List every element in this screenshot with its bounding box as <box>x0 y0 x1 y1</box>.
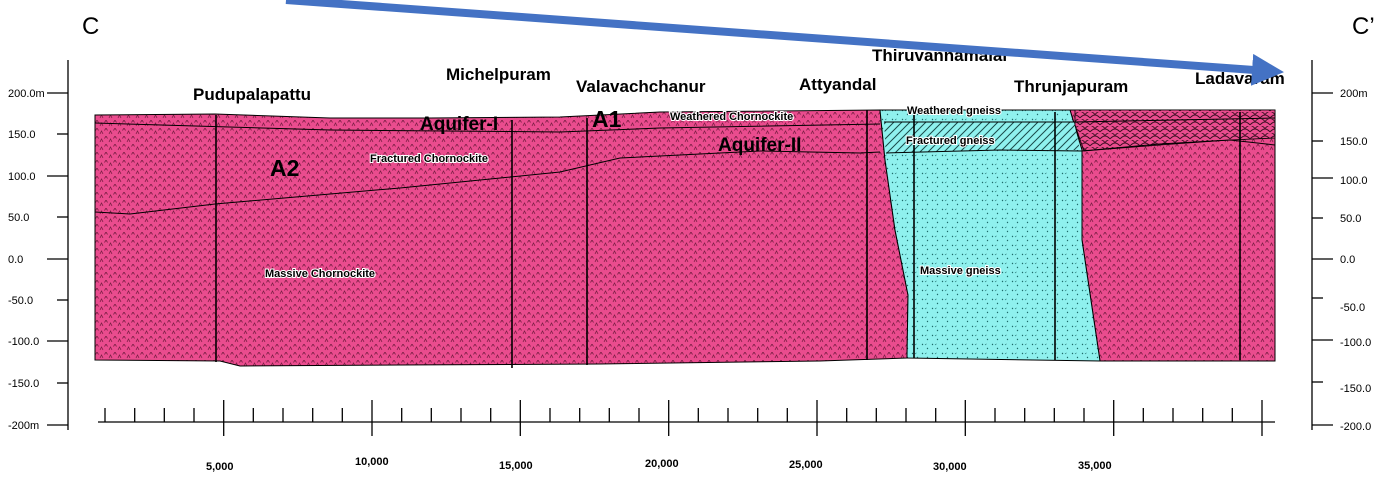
section-end-label: C’ <box>1352 13 1375 40</box>
massive-gneiss-body <box>879 109 1101 362</box>
aquifer-one-label: Aquifer-I <box>420 114 498 135</box>
village-label-thrunjapuram: Thrunjapuram <box>1014 77 1128 96</box>
layer-label-massive-gneiss: Massive gneiss <box>920 265 1001 277</box>
layer-label-weathered-charnockite: Weathered Chornockite <box>670 111 793 123</box>
distance-axis <box>98 400 1275 436</box>
weathered-zone-boundary <box>94 122 881 133</box>
distance-tick-label: 30,000 <box>933 461 967 473</box>
gneiss-weathered-boundary <box>884 117 1276 123</box>
right-tick-label: 50.0 <box>1340 213 1361 225</box>
right-tick-label: 100.0 <box>1340 175 1368 187</box>
village-label-michelpuram: Michelpuram <box>446 65 551 84</box>
left-tick-label: -150.0 <box>8 378 39 390</box>
village-labels: Pudupalapattu Michelpuram Valavachchanur… <box>193 46 1285 104</box>
right-axis-ticks: 200m 150.0 100.0 50.0 0.0 -50.0 -100.0 -… <box>1340 88 1371 433</box>
fractured-gneiss-zone <box>884 122 1080 153</box>
left-tick-label: -50.0 <box>8 295 33 307</box>
layer-label-massive-charnockite: Massive Chornockite <box>265 268 375 280</box>
left-tick-label: 200.0m <box>8 88 45 100</box>
left-tick-label: 100.0 <box>8 171 36 183</box>
borehole-lines <box>215 110 1241 368</box>
layer-label-fractured-gneiss: Fractured gneiss <box>906 135 995 147</box>
unit-a1-label: A1 <box>592 106 622 132</box>
right-elevation-axis <box>1311 60 1333 430</box>
section-direction-arrow <box>285 0 1284 86</box>
gneiss-fracture-boundary <box>885 139 1276 154</box>
fractured-zone-boundary <box>94 150 881 215</box>
right-tick-label: 150.0 <box>1340 136 1368 148</box>
layer-label-fractured-charnockite: Fractured Chornockite <box>370 153 488 165</box>
left-axis-ticks: 200.0m 150.0 100.0 50.0 0.0 -50.0 -100.0… <box>8 88 45 432</box>
right-tick-label: -200.0 <box>1340 421 1371 433</box>
left-tick-label: 150.0 <box>8 129 36 141</box>
left-tick-label: 0.0 <box>8 254 23 266</box>
left-tick-label: -200m <box>8 420 39 432</box>
left-elevation-axis <box>47 60 69 430</box>
distance-tick-label: 35,000 <box>1078 460 1112 472</box>
right-tick-label: 0.0 <box>1340 254 1355 266</box>
right-tick-label: -50.0 <box>1340 302 1365 314</box>
village-label-valavachchanur: Valavachchanur <box>576 77 706 96</box>
village-label-attyandal: Attyandal <box>799 75 876 94</box>
right-tick-label: 200m <box>1340 88 1368 100</box>
distance-tick-label: 15,000 <box>499 460 533 472</box>
right-tick-label: -100.0 <box>1340 337 1371 349</box>
aquifer-two-label: Aquifer-II <box>718 135 801 156</box>
layer-label-weathered-gneiss: Weathered gneiss <box>907 105 1001 117</box>
village-label-pudupalapattu: Pudupalapattu <box>193 85 311 104</box>
unit-a2-label: A2 <box>270 155 299 181</box>
distance-tick-label: 5,000 <box>206 461 234 473</box>
right-tick-label: -150.0 <box>1340 383 1371 395</box>
distance-tick-label: 20,000 <box>645 458 679 470</box>
left-tick-label: 50.0 <box>8 212 29 224</box>
distance-tick-label: 10,000 <box>355 456 389 468</box>
left-tick-label: -100.0 <box>8 336 39 348</box>
distance-tick-label: 25,000 <box>789 459 823 471</box>
section-start-label: C <box>82 13 99 40</box>
distance-axis-labels: 5,000 10,000 15,000 20,000 25,000 30,000… <box>206 456 1112 473</box>
